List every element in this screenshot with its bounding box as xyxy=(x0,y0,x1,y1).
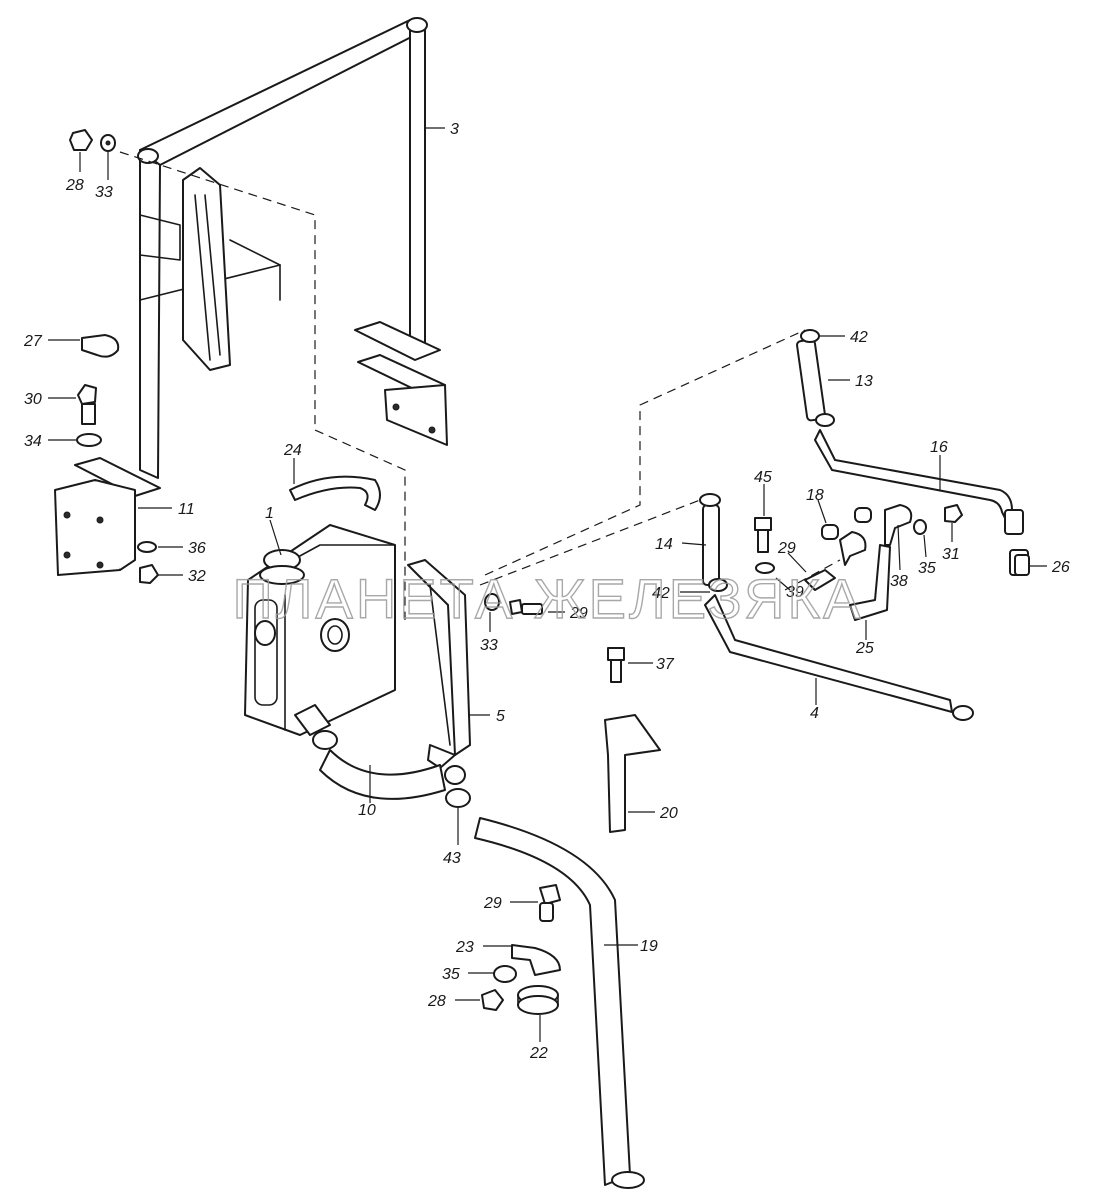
label-part-26: 26 xyxy=(1051,559,1070,576)
label-part-29: 29 xyxy=(777,540,796,557)
label-part-33: 33 xyxy=(480,637,498,654)
tank-bracket xyxy=(407,559,471,769)
label-part-4: 4 xyxy=(810,705,819,722)
label-part-10: 10 xyxy=(358,802,376,819)
hose-10 xyxy=(312,730,466,800)
label-part-30: 30 xyxy=(24,391,42,408)
label-part-28: 28 xyxy=(65,177,84,194)
label-part-14: 14 xyxy=(655,536,673,553)
label-part-42: 42 xyxy=(652,585,670,602)
label-part-13: 13 xyxy=(855,373,873,390)
label-part-33: 33 xyxy=(95,184,113,201)
label-part-5: 5 xyxy=(496,708,505,725)
hardware xyxy=(69,129,1030,1015)
label-part-31: 31 xyxy=(942,546,960,563)
pipe-14-4 xyxy=(699,493,974,721)
label-part-32: 32 xyxy=(188,568,206,585)
label-part-1: 1 xyxy=(265,505,274,522)
expansion-tank xyxy=(244,524,396,736)
label-part-16: 16 xyxy=(930,439,948,456)
leader-lines xyxy=(48,127,1047,1042)
label-part-38: 38 xyxy=(890,573,908,590)
dashed-reference-lines xyxy=(119,151,841,620)
part-labels: 28 33 3 27 30 34 11 36 32 24 1 29 33 42 … xyxy=(23,121,1070,1062)
label-part-18: 18 xyxy=(806,487,824,504)
label-part-19: 19 xyxy=(640,938,658,955)
label-part-45: 45 xyxy=(754,469,772,486)
label-part-3: 3 xyxy=(450,121,459,138)
label-part-37: 37 xyxy=(656,656,675,673)
label-part-25: 25 xyxy=(855,640,874,657)
label-part-22: 22 xyxy=(529,1045,548,1062)
label-part-42: 42 xyxy=(850,329,868,346)
label-part-34: 34 xyxy=(24,433,42,450)
label-part-35: 35 xyxy=(442,966,460,983)
label-part-36: 36 xyxy=(188,540,206,557)
label-part-24: 24 xyxy=(283,442,302,459)
support-frame xyxy=(54,17,448,576)
hose-19 xyxy=(474,817,645,1189)
label-part-28: 28 xyxy=(427,993,446,1010)
label-part-29: 29 xyxy=(483,895,502,912)
label-part-43: 43 xyxy=(443,850,461,867)
label-part-35: 35 xyxy=(918,560,936,577)
label-part-20: 20 xyxy=(659,805,678,822)
label-part-39: 39 xyxy=(786,584,804,601)
label-part-23: 23 xyxy=(455,939,474,956)
label-part-29: 29 xyxy=(569,605,588,622)
label-part-11: 11 xyxy=(178,501,195,518)
hose-24 xyxy=(289,475,381,511)
label-part-27: 27 xyxy=(23,333,43,350)
watermark-text: ПЛАНЕТА ЖЕЛЕЗЯКА xyxy=(233,567,864,630)
